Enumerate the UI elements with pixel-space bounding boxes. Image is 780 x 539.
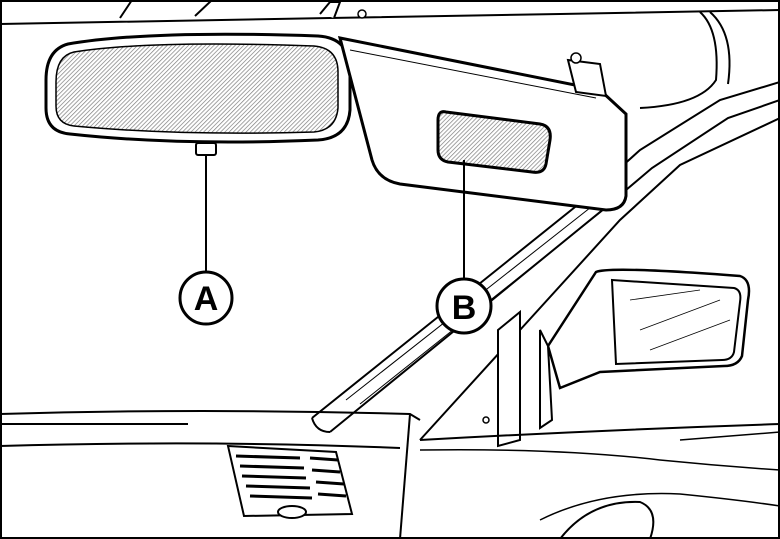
- rearview-mirror: [46, 34, 350, 155]
- mirror-glass: [56, 44, 338, 133]
- side-mirror: [483, 270, 749, 446]
- dashboard: [0, 411, 780, 539]
- callout-a-label: A: [194, 280, 219, 318]
- callout-b-label: B: [452, 289, 477, 327]
- sun-visor: [340, 10, 626, 210]
- air-vent: [228, 446, 352, 518]
- callout-a: A: [180, 155, 232, 324]
- mirror-adjust-tab: [196, 143, 216, 155]
